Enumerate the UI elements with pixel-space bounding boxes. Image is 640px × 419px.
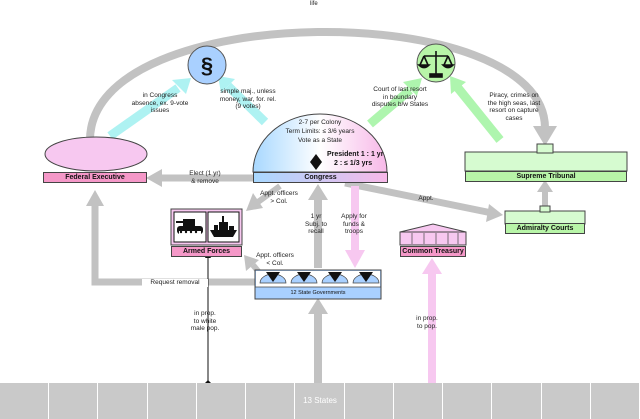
state-segment: [393, 383, 444, 419]
congress-info-2: Term Limits: ≤ 3/6 years: [285, 128, 355, 135]
note-in-prop-pop: in prop. to pop.: [416, 315, 438, 330]
scales-icon: [417, 51, 455, 78]
state-governments-label[interactable]: 12 State Governments: [290, 290, 346, 296]
federal-executive-shape: [44, 136, 148, 172]
state-segment: [0, 383, 50, 419]
note-elect: Elect (1 yr) & remove: [189, 170, 221, 185]
note-simple-majority: simple maj., unless money, war, for. rel…: [219, 88, 277, 110]
supreme-tribunal-label[interactable]: Supreme Tribunal: [465, 171, 627, 182]
federal-executive-label[interactable]: Federal Executive: [43, 172, 147, 183]
note-apply-funds: Apply for funds & troops: [341, 213, 367, 235]
states-label: 13 States: [303, 396, 337, 405]
president-line-2: 2 : ≤ 1/3 yrs: [334, 160, 373, 167]
state-segment: [196, 383, 247, 419]
note-court-last-resort: Court of last resort in boundary dispute…: [371, 86, 429, 108]
note-piracy: Piracy, crimes on the high seas, last re…: [487, 92, 541, 122]
president-line-1: President 1 : 1 yr: [327, 151, 384, 158]
state-segment: [147, 383, 197, 419]
section-sign-icon: §: [201, 53, 213, 78]
admiralty-courts-label[interactable]: Admiralty Courts: [505, 223, 585, 234]
note-appt: Appt.: [418, 195, 434, 202]
state-segment: [246, 383, 296, 419]
state-segment: [541, 383, 591, 419]
president-diamond-icon: [310, 154, 322, 170]
state-segment: [344, 383, 394, 419]
note-recall: 1 yr Subj. to recall: [304, 213, 328, 235]
note-congress-absence: in Congress absence, ex. 9-vote issues: [131, 92, 189, 114]
congress-info-1: 2-7 per Colony: [298, 119, 342, 126]
congress-label[interactable]: Congress: [253, 172, 388, 183]
armed-forces-label[interactable]: Armed Forces: [171, 246, 242, 257]
note-request-removal: Request removal: [142, 279, 208, 287]
state-segment: [590, 383, 640, 419]
state-segment: [49, 383, 99, 419]
state-segment: [295, 383, 345, 419]
state-segment: [492, 383, 542, 419]
legislation-circle: [187, 45, 227, 85]
note-in-prop-white: in prop. to white male pop.: [190, 310, 220, 332]
note-appt-officers-2: Appt. officers < Col.: [256, 252, 294, 267]
life-arc-arrow: [86, 27, 549, 141]
congress-info-3: Vote as a State: [297, 137, 343, 144]
life-label: life: [310, 1, 318, 7]
life-arc-arrowhead: [533, 126, 557, 146]
common-treasury-label[interactable]: Common Treasury: [400, 246, 466, 257]
congress-dome: [252, 113, 388, 173]
state-segment: [98, 383, 148, 419]
state-segment: [443, 383, 493, 419]
note-appt-officers-1: Appt. officers > Col.: [260, 190, 298, 205]
